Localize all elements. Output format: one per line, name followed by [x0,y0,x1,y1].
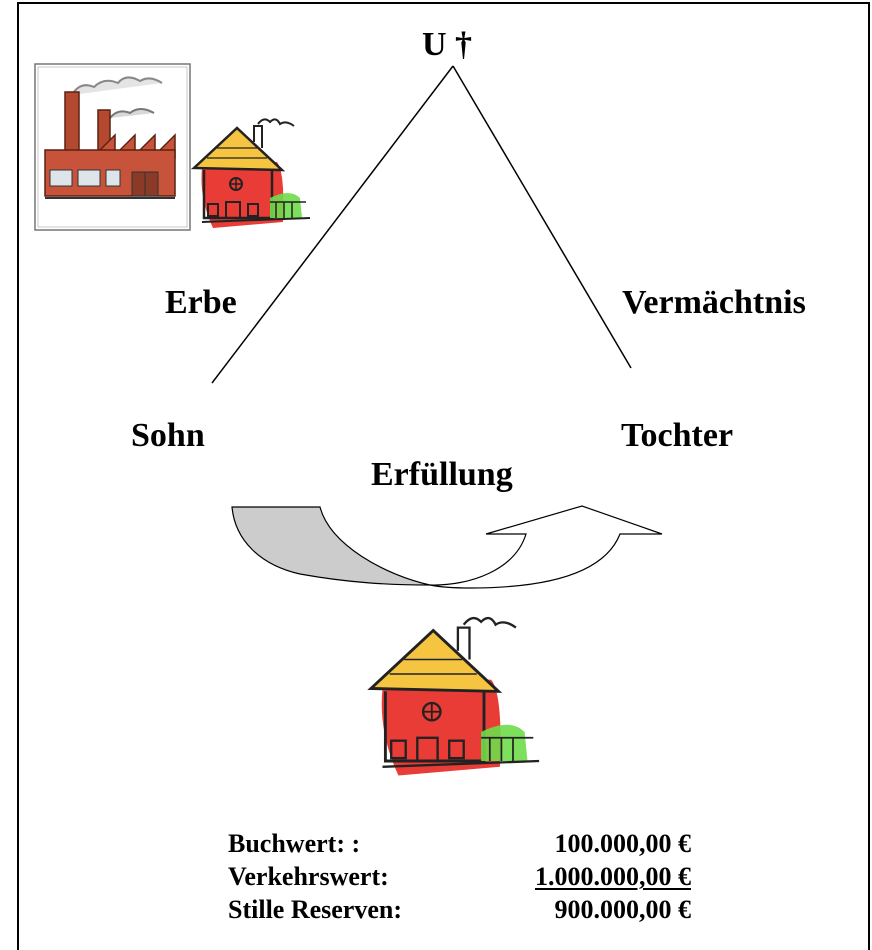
edge-erbe [211,65,454,384]
left-edge-label: Erbe [165,284,237,321]
valuation-amount: 900.000,00 € [554,895,692,924]
transfer-arrow [231,505,663,589]
factory-picture [34,63,191,231]
valuation-row-buchwert: Buchwert: : 100.000,00 € [228,829,691,859]
edge-vermaechtnis [452,65,632,369]
valuation-name: Buchwert: : [228,829,361,858]
top-node-label: U † [422,26,473,63]
valuation-row-verkehrswert: Verkehrswert: 1.000.000,00 € [228,862,691,892]
diagram-frame [17,2,870,950]
right-node-label: Tochter [621,417,734,454]
right-edge-label: Vermächtnis [622,284,806,321]
house-drawing-large [367,616,540,776]
valuation-amount: 1.000.000,00 € [535,862,691,891]
transfer-label: Erfüllung [371,456,513,493]
valuation-name: Verkehrswert: [228,862,389,891]
house-drawing-small [190,118,311,228]
valuation-table: Buchwert: : 100.000,00 € Verkehrswert: 1… [228,829,691,929]
transfer-arrow-head [429,505,663,589]
transfer-arrow-tail [231,506,431,586]
left-node-label: Sohn [131,417,205,454]
valuation-row-stille-reserven: Stille Reserven: 900.000,00 € [228,895,691,925]
valuation-name: Stille Reserven: [228,895,403,924]
valuation-amount: 100.000,00 € [554,829,692,858]
